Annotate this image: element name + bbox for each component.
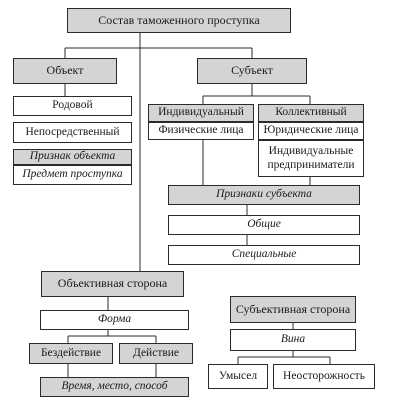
object-header: Объект	[13, 58, 117, 84]
objective-form: Форма	[40, 310, 189, 330]
objective-inaction: Бездействие	[29, 343, 113, 364]
subjective-side-header: Субъективная сторона	[230, 296, 356, 323]
objective-action: Действие	[119, 343, 193, 364]
individual-item-physical: Физические лица	[148, 122, 254, 140]
collective-item-entrepreneurs: Индивидуальные предприниматели	[258, 140, 364, 177]
subjective-intent: Умысел	[208, 364, 268, 389]
object-offense-subject: Предмет проступка	[13, 165, 132, 185]
diagram-title: Состав таможенного проступка	[67, 8, 291, 33]
object-item-generic: Родовой	[13, 96, 132, 116]
collective-item-legal: Юридические лица	[258, 122, 364, 140]
object-item-direct: Непосредственный	[13, 122, 132, 143]
subject-header: Субъект	[197, 58, 307, 84]
subject-signs-label: Признаки субъекта	[168, 185, 360, 205]
individual-header: Индивидуальный	[148, 104, 254, 122]
subjective-guilt: Вина	[230, 329, 356, 351]
objective-side-header: Объективная сторона	[41, 271, 184, 297]
subjective-negligence: Неосторожность	[273, 364, 375, 389]
objective-time-place-method: Время, место, способ	[40, 377, 189, 397]
collective-header: Коллективный	[258, 104, 364, 122]
subject-sign-special: Специальные	[168, 245, 360, 265]
subject-sign-general: Общие	[168, 215, 360, 235]
object-sign-label: Признак объекта	[13, 149, 132, 165]
